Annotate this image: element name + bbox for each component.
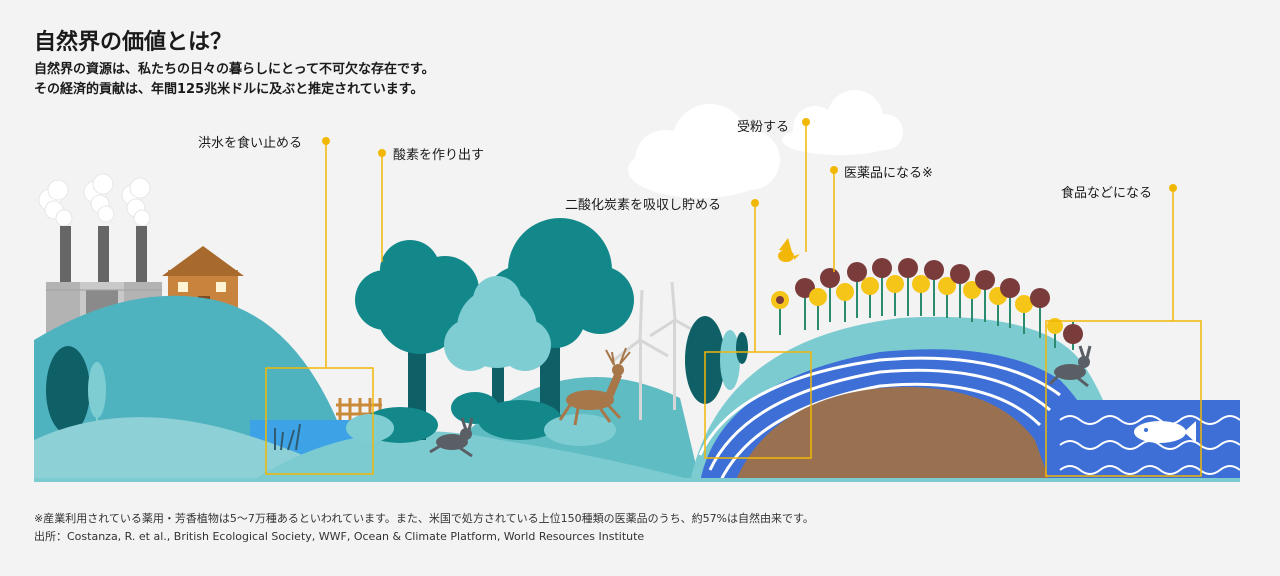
source-note: 出所：Costanza, R. et al., British Ecologic… bbox=[34, 530, 645, 543]
tree-large-icon bbox=[355, 240, 479, 440]
sunflower-icon bbox=[924, 260, 944, 316]
sunflower-icon bbox=[963, 281, 981, 322]
sunflower-icon bbox=[1015, 295, 1033, 334]
smoke-icon bbox=[38, 173, 151, 227]
ground-base bbox=[34, 478, 1240, 482]
tree-light-icon bbox=[444, 276, 551, 420]
subtitle-line-2: その経済的貢献は、年間125兆米ドルに及ぶと推定されています。 bbox=[34, 82, 424, 97]
sunflower-row bbox=[771, 258, 1083, 350]
sunflower-icon bbox=[950, 264, 970, 318]
rabbit-icon bbox=[1048, 345, 1092, 388]
page-title: 自然界の価値とは？ bbox=[34, 30, 233, 55]
deer-icon bbox=[558, 347, 631, 426]
bush-icon bbox=[346, 392, 616, 446]
sunflower-icon bbox=[898, 258, 918, 316]
sunflower-icon bbox=[912, 275, 930, 316]
sunflower-icon bbox=[886, 275, 904, 316]
sunflower-icon bbox=[1000, 278, 1020, 328]
tree-dark-icon bbox=[46, 346, 90, 434]
callout-pollination: 受粉する bbox=[737, 120, 790, 135]
reed-icon bbox=[274, 423, 301, 451]
sunflower-icon bbox=[847, 262, 867, 318]
sunflower-icon bbox=[836, 283, 854, 322]
sunflower-icon bbox=[872, 258, 892, 316]
sunflower-icon bbox=[1030, 288, 1050, 338]
callout-food: 食品などになる bbox=[1061, 186, 1153, 201]
sunflower-icon bbox=[820, 268, 840, 322]
sunflower-icon bbox=[1047, 318, 1063, 348]
page-subtitle: 自然界の資源は、私たちの日々の暮らしにとって不可欠な存在です。 その経済的貢献は… bbox=[34, 60, 435, 100]
fish-icon bbox=[1134, 421, 1196, 443]
sunflower-icon bbox=[861, 277, 879, 318]
callout-medicine: 医薬品になる※ bbox=[844, 166, 933, 181]
callout-leaders bbox=[265, 122, 1202, 477]
rabbit-icon bbox=[429, 417, 474, 458]
tree-light-icon bbox=[88, 362, 106, 418]
callout-dots bbox=[322, 118, 1177, 207]
sunflower-icon bbox=[1063, 322, 1083, 350]
callout-oxygen: 酸素を作り出す bbox=[393, 148, 485, 163]
hill-front-mid bbox=[250, 431, 700, 482]
subtitle-line-1: 自然界の資源は、私たちの日々の暮らしにとって不可欠な存在です。 bbox=[34, 62, 435, 77]
sunflower-icon bbox=[975, 270, 995, 322]
cloud-icon bbox=[782, 90, 903, 155]
wind-turbine-icon bbox=[613, 281, 701, 420]
tree-light-icon bbox=[720, 330, 740, 390]
tree-dark-icon bbox=[736, 332, 748, 364]
bird-icon bbox=[778, 238, 800, 262]
footnote: ※産業利用されている薬用・芳香植物は5～7万種あるといわれています。また、米国で… bbox=[34, 512, 814, 525]
sunflower-icon bbox=[771, 291, 789, 335]
sunflower-icon bbox=[938, 277, 956, 318]
soil bbox=[735, 387, 1050, 482]
cloud-icon bbox=[628, 104, 780, 198]
sunflower-icon bbox=[809, 288, 827, 330]
sunflower-icon bbox=[795, 278, 815, 330]
callout-flood: 洪水を食い止める bbox=[198, 136, 303, 151]
callout-carbon: 二酸化炭素を吸収し貯める bbox=[565, 198, 722, 213]
tree-large-icon bbox=[486, 218, 634, 430]
